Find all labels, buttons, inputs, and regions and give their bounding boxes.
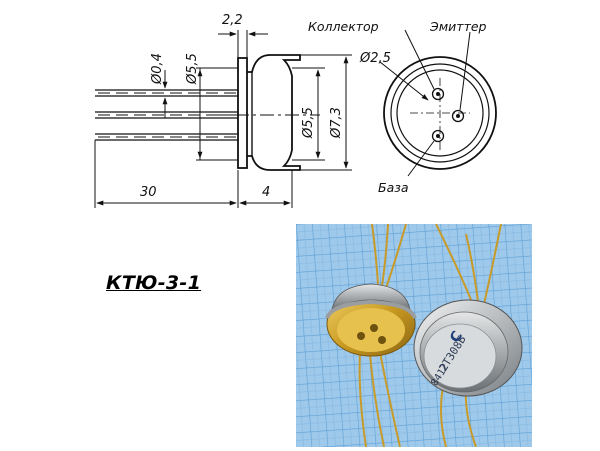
package-label: КТЮ-3-1 [106, 272, 202, 294]
end-view [379, 29, 497, 177]
dim-pin-spacing: Ø5,5 [185, 53, 200, 85]
leads [95, 89, 238, 141]
photo-transistor-gold [325, 283, 417, 357]
dim-lead-length: 30 [140, 185, 157, 200]
dim-flange-thickness: 2,2 [222, 13, 243, 28]
photo-transistor-silver: 2Т308Б 8412 С [413, 299, 523, 397]
pin-base [431, 129, 445, 143]
flange [237, 57, 248, 169]
pin-collector [431, 87, 445, 101]
side-view [94, 30, 352, 208]
dim-lead-diameter: Ø0,4 [150, 53, 165, 85]
dim-flange-offset: 4 [262, 185, 270, 200]
label-collector: Коллектор [308, 19, 379, 34]
label-emitter: Эмиттер [429, 19, 487, 34]
dim-cap-diameter: Ø5,5 [301, 107, 316, 139]
pin-emitter [451, 109, 465, 123]
dim-pin-circle: Ø2,5 [359, 51, 391, 66]
dim-flange-diameter: Ø7,3 [329, 107, 344, 139]
photo-illustration: 2Т308Б 8412 С [296, 224, 532, 447]
label-base: База [378, 180, 409, 195]
product-photo: 2Т308Б 8412 С [296, 224, 532, 447]
cap [247, 54, 301, 171]
photo-leads-left [358, 224, 407, 447]
